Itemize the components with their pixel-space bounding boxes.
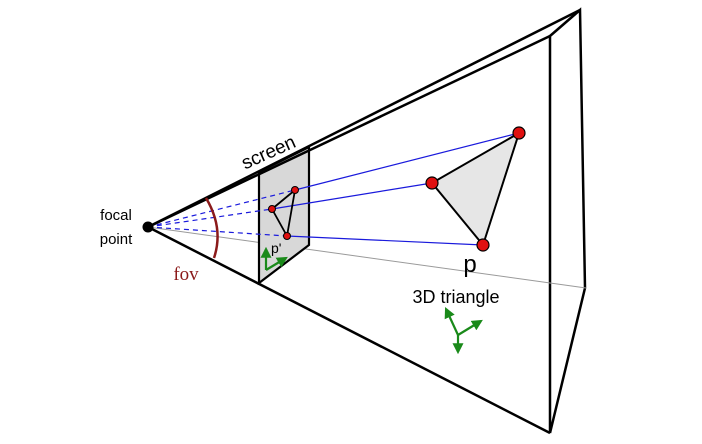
triangle-vertex-left [425, 176, 439, 190]
projected-vertex-3 [283, 232, 291, 240]
triangle-vertex-bottom [476, 238, 490, 252]
projected-point-label: p' [271, 240, 281, 256]
projected-vertex-1 [291, 186, 299, 194]
focal-point-label-line1: focal [100, 207, 132, 224]
frustum-edge-top [147, 8, 581, 229]
world-axes-icon [444, 307, 483, 355]
projected-triangle [270, 187, 297, 239]
triangle-3d [430, 130, 521, 248]
point-label: p [463, 251, 476, 278]
fov-label: fov [173, 264, 199, 285]
screen-axes-icon [260, 246, 288, 271]
triangle-vertex-top [512, 126, 526, 140]
frustum-edge-front [147, 34, 551, 229]
focal-point-dot [142, 221, 154, 233]
frustum-far-plane [548, 7, 587, 434]
projection-rays [271, 132, 520, 246]
triangle-label: 3D triangle [412, 287, 499, 307]
focal-point-label-line2: point [100, 231, 133, 248]
frustum-edge-bottom [147, 225, 551, 435]
projected-vertex-2 [268, 205, 276, 213]
fov-arc [204, 197, 219, 259]
view-axis [147, 226, 587, 289]
hidden-rays [147, 189, 296, 237]
